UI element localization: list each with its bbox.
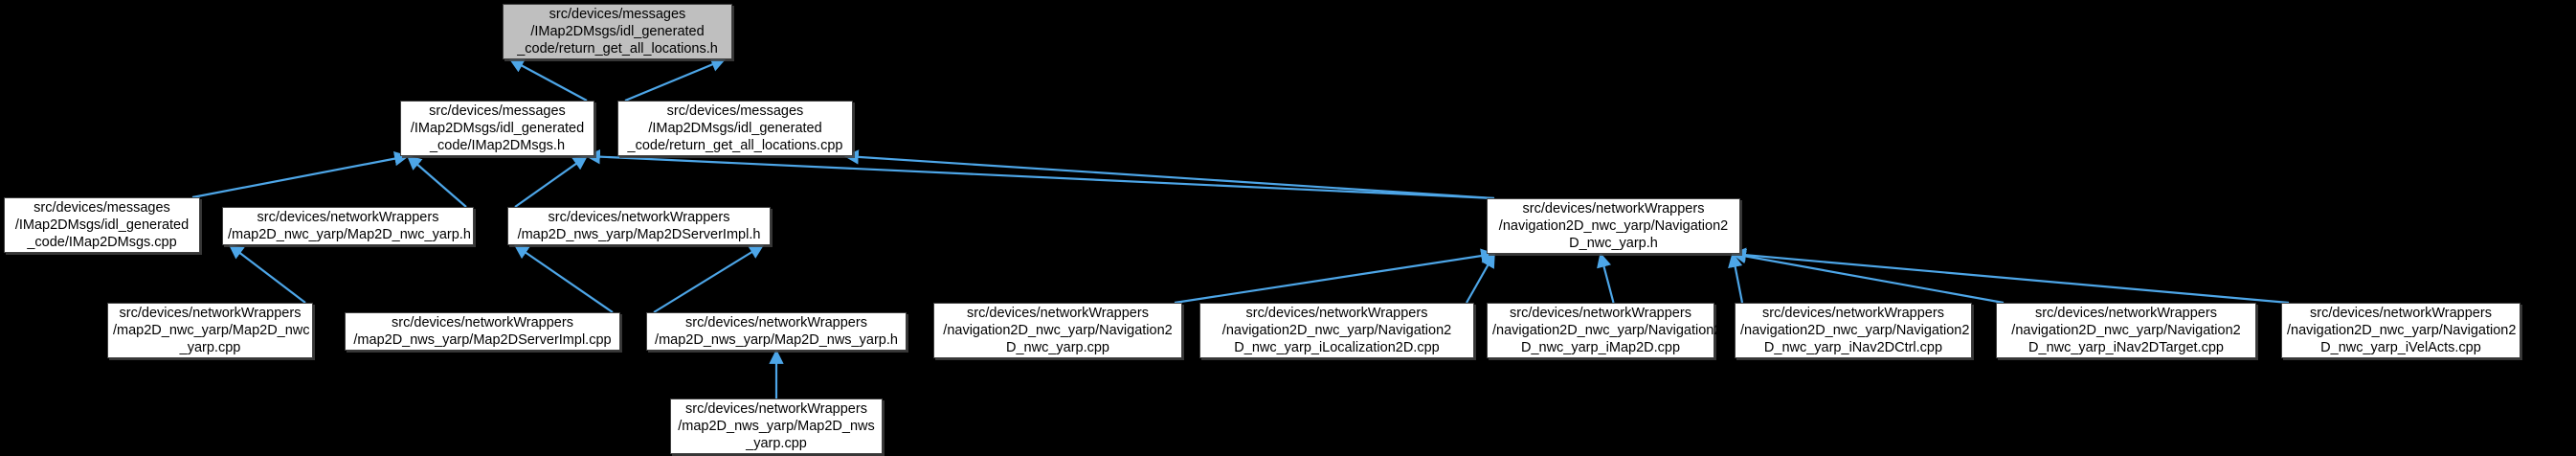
graph-node[interactable]: src/devices/networkWrappers /navigation2… — [933, 303, 1182, 358]
graph-edge — [514, 155, 589, 208]
graph-node-label: src/devices/networkWrappers /navigation2… — [2287, 306, 2517, 355]
graph-node[interactable]: src/devices/networkWrappers /map2D_nwc_y… — [107, 303, 313, 358]
graph-edge — [508, 58, 588, 102]
graph-edge — [653, 244, 765, 313]
graph-edge — [1174, 248, 1496, 305]
graph-node-label: src/devices/networkWrappers /navigation2… — [1498, 201, 1729, 251]
graph-node[interactable]: src/devices/messages /IMap2DMsgs/idl_gen… — [617, 101, 853, 156]
graph-node[interactable]: src/devices/networkWrappers /navigation2… — [2281, 303, 2520, 358]
graph-node-root[interactable]: src/devices/messages /IMap2DMsgs/idl_gen… — [503, 4, 732, 59]
graph-node[interactable]: src/devices/networkWrappers /map2D_nws_y… — [507, 207, 771, 245]
graph-node[interactable]: src/devices/networkWrappers /navigation2… — [1199, 303, 1474, 358]
graph-node-label: src/devices/networkWrappers /map2D_nws_y… — [353, 315, 612, 348]
graph-node[interactable]: src/devices/networkWrappers /navigation2… — [1487, 198, 1740, 254]
graph-node[interactable]: src/devices/networkWrappers /navigation2… — [1996, 303, 2256, 358]
graph-edge — [1731, 248, 2005, 305]
graph-node[interactable]: src/devices/networkWrappers /map2D_nwc_y… — [222, 207, 474, 245]
graph-node[interactable]: src/devices/messages /IMap2DMsgs/idl_gen… — [4, 197, 200, 253]
graph-node-label: src/devices/networkWrappers /navigation2… — [2011, 306, 2241, 355]
graph-node-label: src/devices/messages /IMap2DMsgs/idl_gen… — [627, 103, 843, 153]
graph-node[interactable]: src/devices/networkWrappers /navigation2… — [1487, 303, 1722, 358]
graph-node-label: src/devices/networkWrappers /map2D_nws_y… — [655, 315, 898, 348]
graph-node-label: src/devices/messages /IMap2DMsgs/idl_gen… — [410, 103, 585, 153]
graph-edge — [624, 57, 727, 103]
graph-edge — [843, 149, 1495, 200]
graph-node-label: src/devices/networkWrappers /navigation2… — [1492, 306, 1722, 355]
graph-node[interactable]: src/devices/networkWrappers /map2D_nws_y… — [345, 312, 620, 351]
graph-node-label: src/devices/networkWrappers /navigation2… — [1740, 306, 1970, 355]
graph-edge — [1466, 252, 1495, 304]
graph-edge — [191, 151, 410, 199]
graph-node-label: src/devices/messages /IMap2DMsgs/idl_gen… — [14, 200, 190, 250]
graph-node-label: src/devices/networkWrappers /map2D_nws_y… — [678, 401, 875, 451]
graph-node[interactable]: src/devices/messages /IMap2DMsgs/idl_gen… — [400, 101, 594, 156]
graph-node-label: src/devices/networkWrappers /map2D_nwc_y… — [113, 306, 310, 355]
graph-node[interactable]: src/devices/networkWrappers /navigation2… — [1735, 303, 1972, 358]
graph-edge — [406, 154, 467, 208]
graph-node-label: src/devices/networkWrappers /navigation2… — [943, 306, 1173, 355]
graph-edge — [513, 244, 614, 313]
graph-edge — [1728, 252, 1744, 304]
graph-node-label: src/devices/networkWrappers /map2D_nws_y… — [517, 210, 761, 242]
graph-node[interactable]: src/devices/networkWrappers /map2D_nws_y… — [646, 312, 907, 351]
graph-edge — [585, 148, 1495, 200]
graph-node[interactable]: src/devices/networkWrappers /map2D_nws_y… — [670, 399, 883, 454]
graph-node-label: src/devices/networkWrappers /navigation2… — [1221, 306, 1452, 355]
graph-node-label: src/devices/messages /IMap2DMsgs/idl_gen… — [517, 7, 718, 57]
graph-edge — [228, 244, 306, 304]
graph-edge — [1731, 247, 2290, 305]
graph-node-label: src/devices/networkWrappers /map2D_nwc_y… — [228, 210, 471, 242]
graph-edge — [1597, 252, 1615, 304]
